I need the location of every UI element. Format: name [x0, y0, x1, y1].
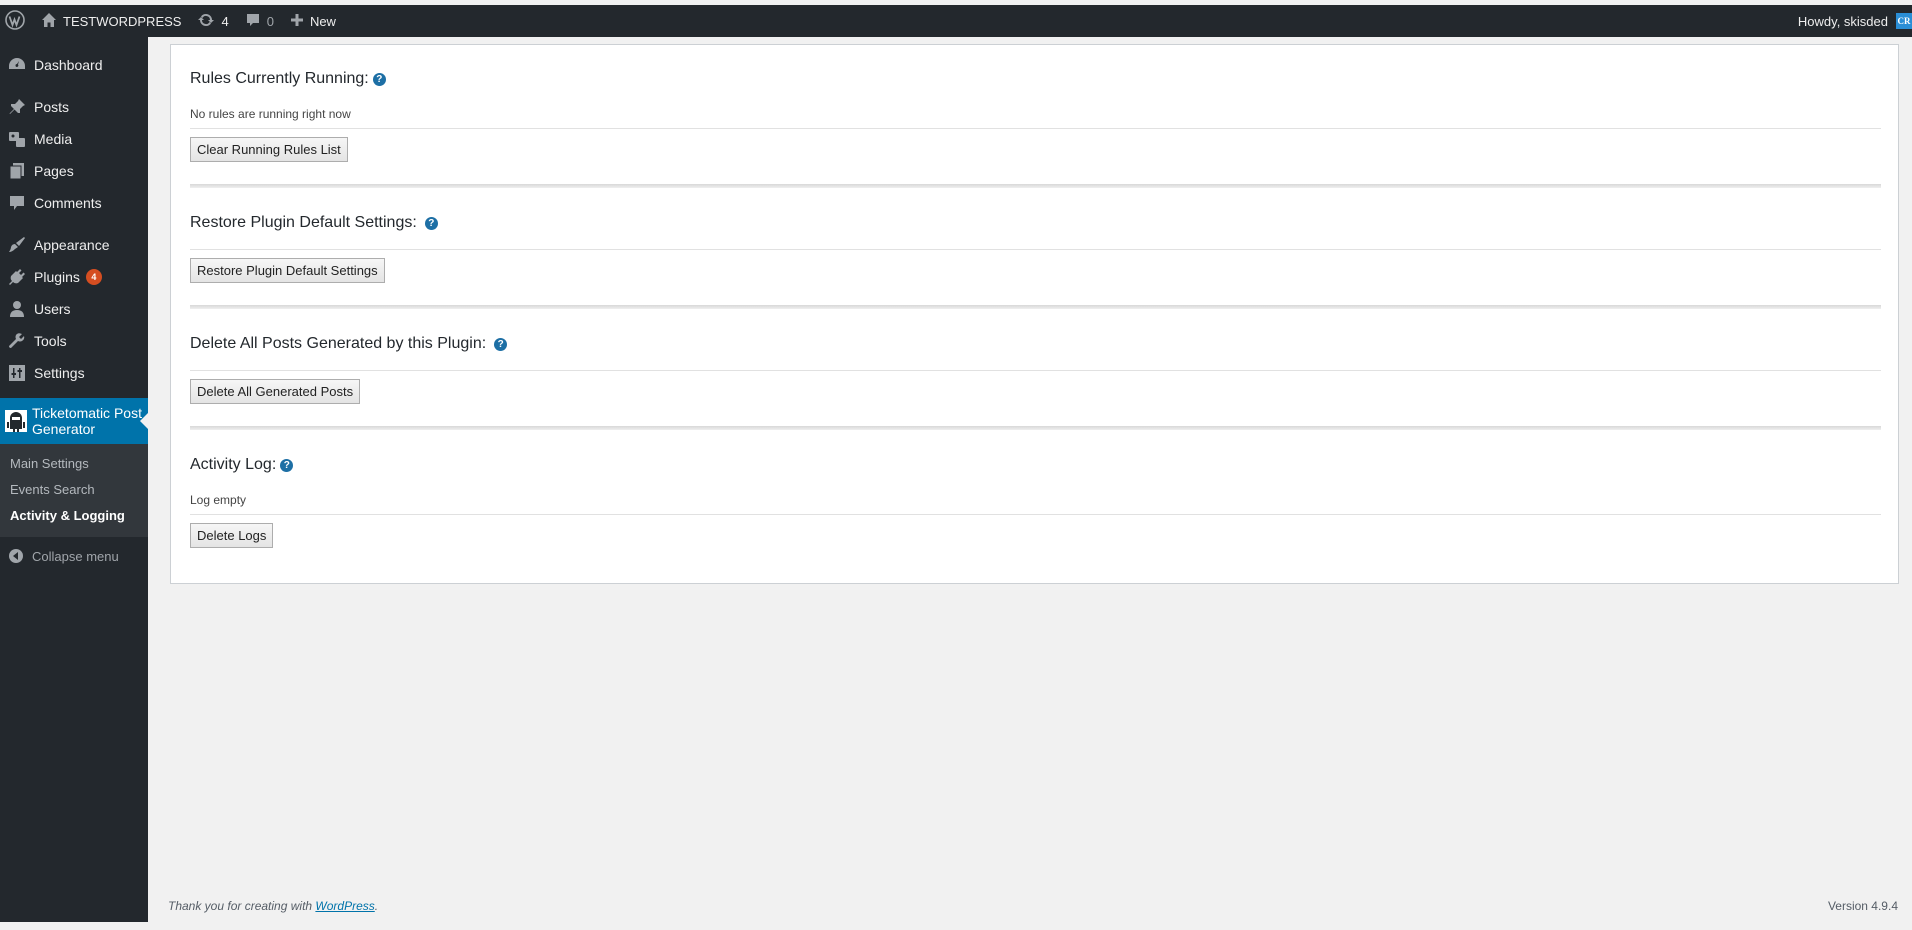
- new-label: New: [309, 13, 336, 29]
- activity-log-section: Activity Log: ? Log empty Delete Logs: [190, 430, 1881, 548]
- sidebar-item-label: Posts: [34, 99, 70, 115]
- delete-logs-button[interactable]: Delete Logs: [190, 523, 274, 548]
- restore-default-settings-button[interactable]: Restore Plugin Default Settings: [190, 258, 385, 283]
- sidebar-item-ticketomatic[interactable]: Ticketomatic Post Generator: [0, 398, 148, 444]
- help-icon[interactable]: ?: [424, 216, 438, 230]
- site-name: TESTWORDPRESS: [63, 13, 182, 29]
- user-icon: [0, 300, 34, 318]
- activity-logging-panel: Rules Currently Running: ? No rules are …: [170, 44, 1899, 584]
- admin-sidebar: Dashboard Posts Media Pages Comments App…: [0, 37, 148, 922]
- section-divider: [190, 426, 1881, 430]
- avatar: CR: [1896, 13, 1912, 29]
- ticketomatic-submenu: Main Settings Events Search Activity & L…: [0, 444, 148, 537]
- collapse-menu-label: Collapse menu: [32, 548, 119, 564]
- comments-link[interactable]: 0: [237, 5, 282, 37]
- howdy-greeting: Howdy, skisded: [1797, 13, 1888, 29]
- wordpress-link[interactable]: WordPress: [315, 899, 375, 913]
- sidebar-item-label: Dashboard: [34, 57, 103, 73]
- updates-count: 4: [221, 13, 229, 29]
- divider: [190, 514, 1881, 515]
- updates-icon: [197, 12, 215, 31]
- plugins-update-badge: 4: [85, 269, 102, 285]
- updates-link[interactable]: 4: [189, 5, 236, 37]
- top-strip: [0, 0, 1912, 5]
- sidebar-item-label: Media: [34, 131, 73, 147]
- submenu-main-settings[interactable]: Main Settings: [10, 456, 89, 471]
- new-content-link[interactable]: New: [282, 5, 344, 37]
- media-icon: [0, 130, 34, 148]
- wrench-icon: [0, 332, 34, 350]
- divider: [190, 370, 1881, 371]
- footer-thanks: Thank you for creating with WordPress.: [168, 899, 379, 913]
- paintbrush-icon: [0, 236, 34, 254]
- delete-generated-posts-button[interactable]: Delete All Generated Posts: [190, 379, 361, 404]
- section-divider: [190, 184, 1881, 188]
- rules-status-text: No rules are running right now: [190, 107, 351, 121]
- help-icon[interactable]: ?: [372, 72, 386, 86]
- sidebar-item-label: Plugins: [34, 269, 80, 285]
- help-icon[interactable]: ?: [494, 337, 508, 351]
- sidebar-item-comments[interactable]: Comments: [0, 187, 148, 219]
- sidebar-item-label: Comments: [34, 195, 102, 211]
- rules-running-section: Rules Currently Running: ? No rules are …: [190, 45, 1881, 188]
- sidebar-item-appearance[interactable]: Appearance: [0, 229, 148, 261]
- sidebar-item-tools[interactable]: Tools: [0, 325, 148, 357]
- settings-icon: [0, 364, 34, 382]
- home-icon: [41, 12, 57, 31]
- pages-icon: [0, 162, 34, 180]
- dashboard-icon: [0, 56, 34, 74]
- restore-defaults-section: Restore Plugin Default Settings: ? Resto…: [190, 188, 1881, 309]
- submenu-activity-logging[interactable]: Activity & Logging: [10, 508, 125, 523]
- comment-icon: [0, 194, 34, 212]
- sidebar-item-plugins[interactable]: Plugins 4: [0, 261, 148, 293]
- collapse-menu-button[interactable]: Collapse menu: [0, 539, 148, 573]
- plus-icon: [290, 13, 304, 30]
- comments-count: 0: [266, 13, 274, 29]
- sidebar-item-label: Appearance: [34, 237, 110, 253]
- wp-logo-button[interactable]: [0, 5, 33, 37]
- divider: [190, 128, 1881, 129]
- current-menu-arrow: [140, 413, 148, 429]
- sidebar-item-settings[interactable]: Settings: [0, 357, 148, 389]
- plugin-icon: [0, 268, 34, 286]
- sidebar-item-label: Users: [34, 301, 71, 317]
- site-name-link[interactable]: TESTWORDPRESS: [33, 5, 189, 37]
- footer-version: Version 4.9.4: [1827, 899, 1898, 913]
- section-title: Rules Currently Running: ?: [190, 70, 1881, 88]
- sidebar-item-pages[interactable]: Pages: [0, 155, 148, 187]
- pin-icon: [0, 98, 34, 116]
- sidebar-item-label: Tools: [34, 333, 67, 349]
- comment-icon: [245, 12, 261, 31]
- clear-running-rules-button[interactable]: Clear Running Rules List: [190, 137, 348, 162]
- divider: [190, 249, 1881, 250]
- submenu-events-search[interactable]: Events Search: [10, 482, 95, 497]
- sidebar-item-users[interactable]: Users: [0, 293, 148, 325]
- collapse-arrow-icon: [0, 548, 32, 564]
- sidebar-item-dashboard[interactable]: Dashboard: [0, 49, 148, 81]
- sidebar-item-label: Ticketomatic Post Generator: [32, 405, 142, 437]
- sidebar-item-label: Settings: [34, 365, 85, 381]
- section-title: Activity Log: ?: [190, 456, 1881, 474]
- my-account-link[interactable]: Howdy, skisded CR: [1790, 5, 1912, 37]
- section-title: Restore Plugin Default Settings: ?: [190, 214, 1881, 232]
- sidebar-item-media[interactable]: Media: [0, 123, 148, 155]
- robot-icon: [0, 410, 32, 432]
- delete-posts-section: Delete All Posts Generated by this Plugi…: [190, 309, 1881, 430]
- sidebar-item-posts[interactable]: Posts: [0, 91, 148, 123]
- help-icon[interactable]: ?: [280, 458, 294, 472]
- log-status-text: Log empty: [190, 493, 247, 507]
- wordpress-logo-icon: [5, 9, 25, 33]
- sidebar-item-label: Pages: [34, 163, 74, 179]
- section-divider: [190, 305, 1881, 309]
- section-title: Delete All Posts Generated by this Plugi…: [190, 335, 1881, 353]
- admin-bar: TESTWORDPRESS 4 0 New Howdy, skisded CR: [0, 5, 1912, 37]
